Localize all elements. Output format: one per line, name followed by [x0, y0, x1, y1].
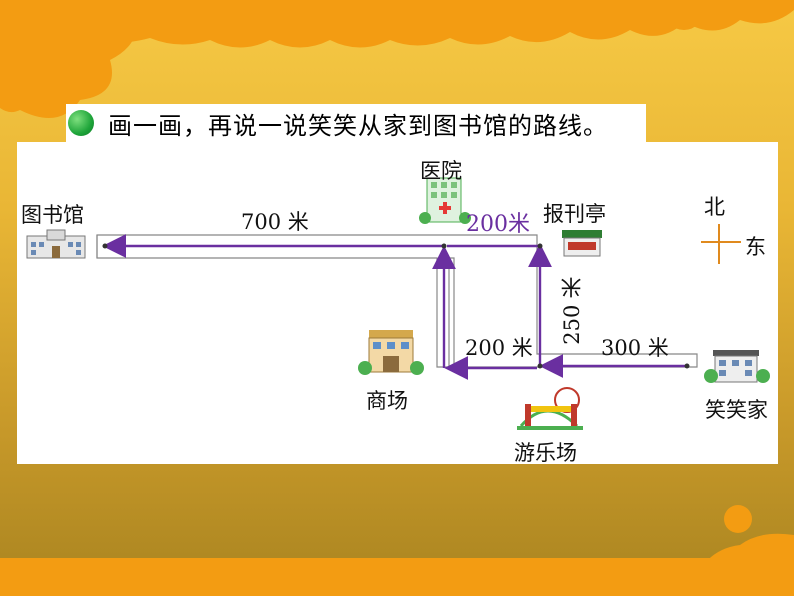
hospital-label: 医院 — [420, 159, 462, 183]
mall-label: 商场 — [366, 389, 408, 413]
map-panel: 图书馆 医院 报刊亭 商场 游乐场 笑笑家 700 米 200米 250 米 2… — [17, 142, 778, 465]
instruction-banner: 画一画，再说一说笑笑从家到图书馆的路线。 — [66, 104, 646, 142]
library-icon — [26, 229, 86, 259]
newsstand-label: 报刊亭 — [543, 202, 606, 226]
home-label: 笑笑家 — [705, 398, 768, 422]
distance-mall-park: 200 米 — [465, 336, 533, 360]
compass-north-label: 北 — [704, 195, 725, 219]
decor-circle — [724, 505, 752, 533]
scalloped-top-border — [0, 0, 794, 48]
corner-cloud — [0, 0, 137, 118]
instruction-text: 画一画，再说一说笑笑从家到图书馆的路线。 — [108, 111, 608, 140]
green-bullet-icon — [68, 110, 94, 136]
amusement-park-label: 游乐场 — [514, 441, 577, 465]
home-icon — [704, 350, 770, 383]
hospital-icon — [419, 177, 471, 224]
mall-icon — [358, 330, 424, 375]
compass-icon — [701, 224, 741, 264]
distance-hospital-newsstand: 200米 — [466, 212, 530, 237]
bottom-stripe — [0, 558, 794, 596]
newsstand-icon — [562, 230, 602, 257]
amusement-park-icon — [517, 387, 583, 430]
compass-east-label: 东 — [745, 235, 766, 259]
route-path — [102, 234, 687, 380]
library-label: 图书馆 — [21, 203, 84, 227]
distance-park-home: 300 米 — [601, 336, 669, 360]
distance-newsstand-park: 250 米 — [560, 277, 584, 345]
distance-library-hospital: 700 米 — [241, 210, 309, 234]
route-map — [26, 177, 770, 430]
